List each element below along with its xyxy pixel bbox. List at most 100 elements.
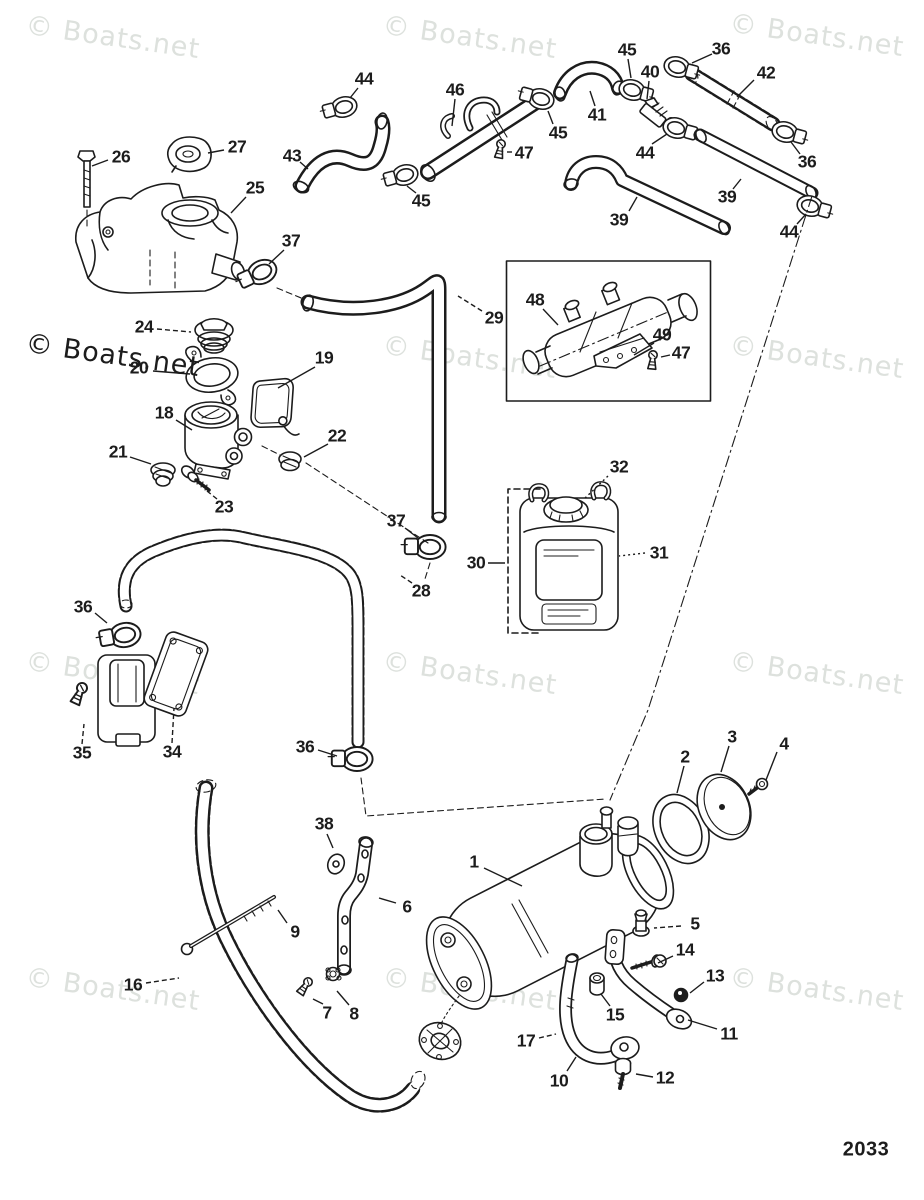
hx-top-fittings [563, 281, 621, 323]
water-tube-46-drawing [420, 82, 557, 183]
leader-line [736, 79, 755, 98]
leader-line [129, 456, 152, 465]
bracket-6-drawing [336, 836, 374, 976]
screw-4 [747, 777, 769, 796]
leader-line [600, 993, 611, 1007]
leader-line [94, 612, 108, 624]
coolant-tank-drawing [75, 136, 282, 296]
leader-line [317, 749, 338, 757]
leader-line [312, 998, 324, 1005]
leader-line [628, 196, 638, 212]
washer-38-drawing [326, 853, 346, 875]
leader-line [765, 751, 778, 781]
leader-line [171, 707, 175, 744]
leader-line [582, 475, 609, 501]
nut-13-drawing [673, 987, 689, 1003]
leader-line [175, 419, 193, 431]
leader-line [303, 443, 329, 458]
thermostat-drawing [150, 317, 302, 492]
leader-line [399, 574, 413, 584]
leader-line [404, 527, 419, 539]
screw-26-drawing [77, 150, 96, 229]
leader-line [547, 110, 554, 125]
hose-28-drawing [69, 528, 374, 875]
end-cap-3 [696, 773, 752, 841]
screw-23 [180, 465, 211, 492]
screw-35-drawing [69, 681, 89, 707]
leader-line [326, 833, 334, 849]
leader-line [277, 909, 288, 924]
housing-18 [184, 401, 253, 480]
leader-line [790, 141, 801, 155]
leader-line [81, 723, 85, 745]
bolt-9-drawing [180, 895, 276, 956]
reservoir-cap-32 [543, 496, 589, 523]
plug-21 [150, 462, 176, 487]
leader-line [451, 98, 456, 127]
leader-line [457, 295, 483, 312]
hose-43-drawing [292, 93, 421, 194]
leader-lines [81, 53, 807, 1078]
heat-exchanger-inset-box [505, 260, 712, 402]
leader-line [152, 370, 191, 375]
leader-line [618, 552, 646, 557]
hose-29-drawing [276, 274, 447, 583]
nut-8-drawing [325, 966, 342, 982]
leader-line [687, 1019, 718, 1030]
leader-line [646, 80, 650, 100]
leader-line [336, 990, 350, 1006]
leader-line [589, 90, 596, 107]
leader-line [538, 1033, 557, 1039]
leader-line [299, 161, 309, 170]
leader-line [653, 925, 682, 929]
muffler-inlet-neck [579, 806, 639, 877]
leader-line [277, 366, 316, 389]
leader-line [156, 328, 192, 333]
leader-line [542, 308, 559, 326]
leader-line [566, 1056, 577, 1072]
leader-line [378, 897, 397, 904]
leader-line [633, 342, 655, 356]
exhaust-flange [418, 1021, 462, 1061]
bracket-11-drawing [604, 929, 693, 1030]
bracket-49-drawing [593, 333, 653, 369]
leader-line [651, 133, 668, 145]
leader-line [406, 185, 417, 194]
hoses-39-drawing [493, 128, 837, 236]
tube-42-drawing [661, 53, 812, 149]
leader-line [720, 745, 730, 773]
leader-line [483, 867, 523, 887]
leader-line [796, 213, 807, 225]
leader-line [349, 87, 359, 99]
bolt-12-drawing [614, 1057, 632, 1090]
leader-line [691, 53, 713, 64]
leader-line [660, 354, 671, 358]
leader-line [206, 490, 218, 500]
leader-line [627, 58, 632, 79]
hose-41-drawing [553, 60, 703, 145]
bolt-14-drawing [630, 954, 667, 970]
strap-10-drawing [559, 953, 640, 1065]
leader-line [635, 1073, 654, 1078]
gasket-20 [185, 345, 239, 406]
leader-line [268, 249, 285, 265]
muffler-drawing [418, 773, 769, 1061]
fitting-22 [261, 445, 302, 472]
bushing-15-drawing [589, 972, 605, 996]
leader-line [91, 159, 109, 167]
leader-line [689, 981, 705, 994]
leader-line [145, 977, 180, 984]
leader-line [732, 178, 742, 190]
thermostat-24 [194, 317, 234, 354]
reservoir-drawing [507, 481, 619, 634]
leader-line [657, 955, 674, 964]
cover-19 [250, 377, 300, 436]
fitting-5-drawing [632, 909, 650, 937]
leader-line [676, 765, 685, 794]
leader-line [230, 196, 247, 214]
bracket-34-drawing [97, 631, 209, 747]
mount-hardware-drawing [559, 909, 693, 1090]
hose-16-drawing [180, 779, 426, 1113]
